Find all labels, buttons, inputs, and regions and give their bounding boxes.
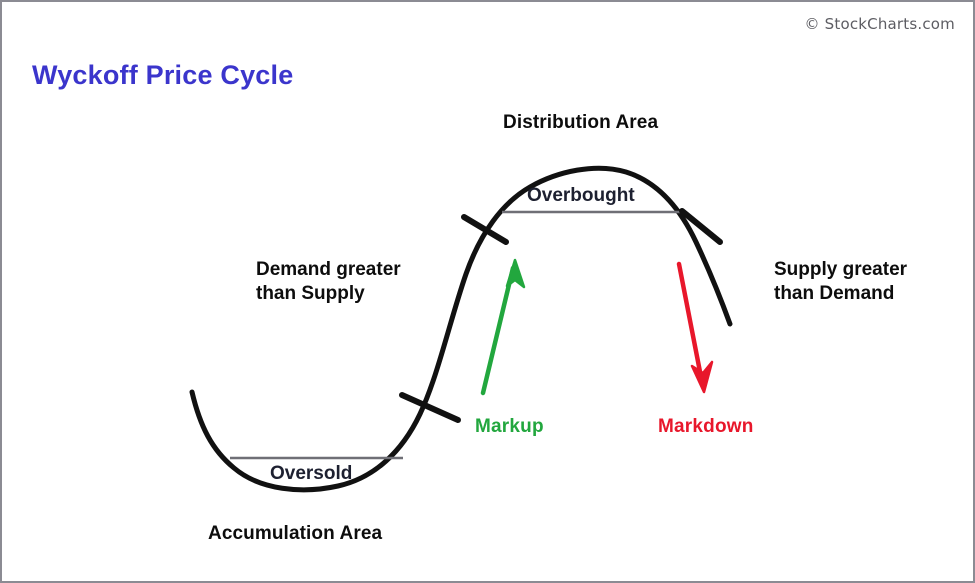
distribution-area-label: Distribution Area xyxy=(503,112,659,133)
stockcharts-watermark: © StockCharts.com xyxy=(804,15,955,33)
distribution-markdown-tick xyxy=(679,208,723,245)
markup-label: Markup xyxy=(475,416,544,437)
accumulation-area-label: Accumulation Area xyxy=(208,523,383,544)
supply-greater-than-demand-label: Supply greater than Demand xyxy=(774,259,908,305)
price-cycle-curve xyxy=(189,165,733,493)
demand-greater-than-supply-label: Demand greater than Supply xyxy=(256,259,401,305)
accumulation-markup-tick xyxy=(399,392,461,423)
markup-distribution-tick xyxy=(461,214,509,245)
oversold-label: Oversold xyxy=(270,463,353,484)
markup-arrow xyxy=(480,258,526,396)
overbought-label: Overbought xyxy=(527,185,635,206)
phase-tick-marks xyxy=(399,208,723,423)
markdown-label: Markdown xyxy=(658,416,754,437)
markdown-arrow xyxy=(676,261,714,394)
page-title: Wyckoff Price Cycle xyxy=(32,60,294,90)
